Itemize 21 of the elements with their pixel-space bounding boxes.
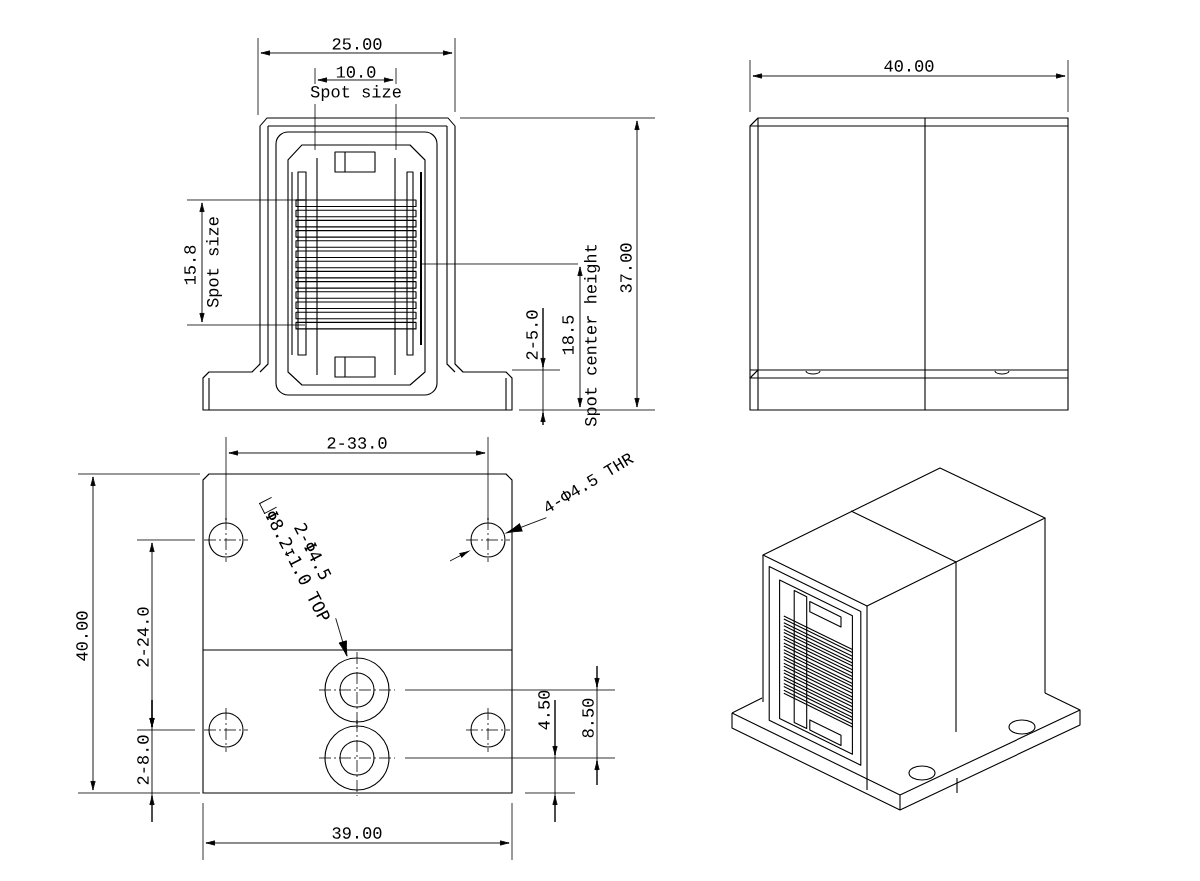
leader-line [506,517,547,534]
dimension-text: 39.00 [332,827,382,839]
dimension-text: 4.50 [538,690,550,730]
dimension-text: 2-5.0 [526,310,538,360]
hole [324,657,390,723]
dimension-text: 8.50 [582,698,594,738]
dimension-text: 18.5 [562,315,574,355]
dimension-text: 40.00 [76,611,88,661]
dimension-text: 40.00 [884,60,934,72]
dimension-text: 37.00 [620,243,632,293]
dimension-text: 25.00 [332,38,382,50]
dimension-text: 2-24.0 [137,607,149,667]
dimension-text: Spot size [310,85,401,101]
dimension-text: 2-8.0 [137,735,149,785]
dimension-text: 10.0 [336,66,376,78]
dimension-text: 15.8 [184,245,196,285]
dimension-text: 2-33.0 [327,437,387,449]
dimension-text: Spot center height [584,244,600,427]
dimension-text: Spot size [206,217,222,308]
leader-line [335,617,348,657]
hole [470,522,506,558]
